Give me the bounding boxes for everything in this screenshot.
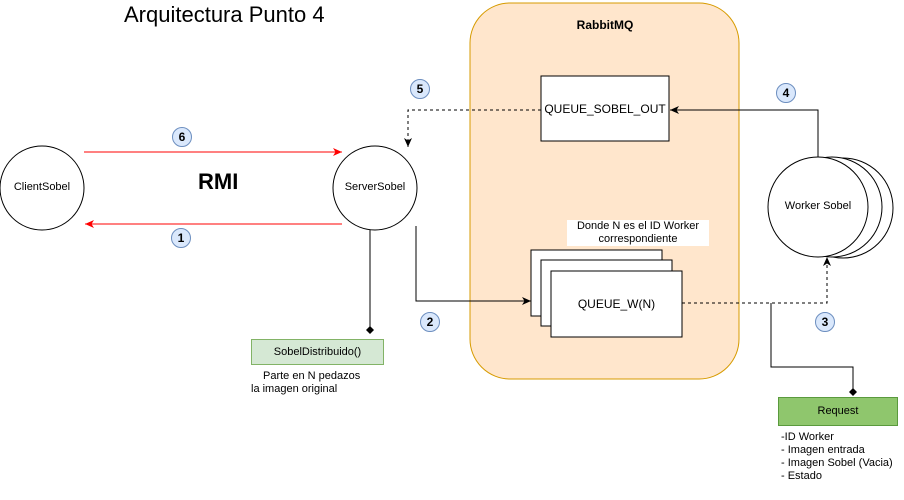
server-sobel-node[interactable] xyxy=(332,145,418,231)
diagram-title: Arquitectura Punto 4 xyxy=(124,2,325,27)
queue-note: Donde N es el ID Worker correspondiente xyxy=(567,220,709,246)
arrow-queue-w-to-worker xyxy=(682,257,831,304)
client-sobel-label: ClientSobel xyxy=(13,181,71,193)
arrow-worker-to-queue-out xyxy=(670,106,819,157)
request-field-4: - Estado xyxy=(781,470,822,482)
request-field-3: - Imagen Sobel (Vacia) xyxy=(781,457,893,469)
rabbitmq-label: RabbitMQ xyxy=(576,18,634,32)
step-badge-5: 5 xyxy=(410,79,430,99)
queue-w-box[interactable] xyxy=(550,270,683,338)
sobel-note-line-2: la imagen original xyxy=(251,383,338,395)
queue-w-label: QUEUE_W(N) xyxy=(577,297,656,311)
queue-note-line-2: correspondiente xyxy=(598,233,678,245)
step-badge-2: 2 xyxy=(420,312,440,332)
step-badge-6: 6 xyxy=(172,127,192,147)
sobel-distribuido-note: Parte en N pedazos la imagen original xyxy=(251,370,361,396)
request-box[interactable]: Request xyxy=(778,397,898,426)
client-sobel-node[interactable] xyxy=(0,145,85,231)
request-field-2: - Imagen entrada xyxy=(781,444,865,456)
worker-sobel-label: Worker Sobel xyxy=(784,200,852,212)
arrow-server-to-queue-w xyxy=(415,226,531,305)
step-badge-1: 1 xyxy=(171,228,191,248)
arrow-queue-out-to-server xyxy=(404,109,541,147)
queue-sobel-out-label: QUEUE_SOBEL_OUT xyxy=(544,102,666,116)
queue-sobel-out-box[interactable] xyxy=(540,75,670,142)
sobel-distribuido-box[interactable]: SobelDistribuido() xyxy=(251,339,384,365)
request-field-1: -ID Worker xyxy=(781,431,834,443)
sobel-note-line-1: Parte en N pedazos xyxy=(263,370,361,382)
server-sobel-label: ServerSobel xyxy=(344,181,406,193)
step-badge-4: 4 xyxy=(776,83,796,103)
queue-note-line-1: Donde N es el ID Worker xyxy=(576,220,700,232)
request-fields: -ID Worker - Imagen entrada - Imagen Sob… xyxy=(781,431,893,483)
connector-to-request xyxy=(770,303,857,396)
step-badge-3: 3 xyxy=(815,312,835,332)
rmi-label: RMI xyxy=(198,169,239,194)
